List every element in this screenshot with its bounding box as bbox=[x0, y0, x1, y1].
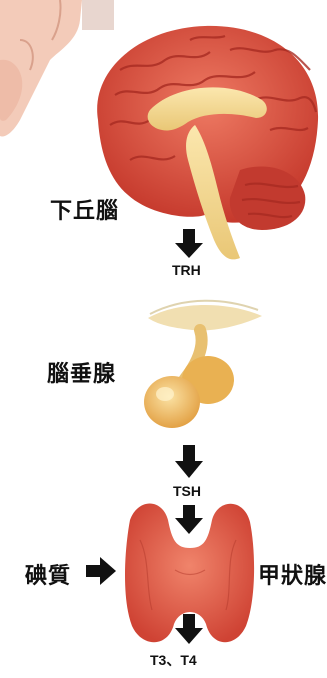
pituitary-label: 腦垂腺 bbox=[47, 356, 116, 388]
trh-label: TRH bbox=[172, 262, 201, 278]
hypothalamus-label: 下丘腦 bbox=[50, 193, 119, 225]
iodine-label: 碘質 bbox=[25, 558, 71, 590]
arrow-pituitary-to-tsh bbox=[175, 445, 203, 478]
hormones-label: T3、T4 bbox=[150, 650, 197, 670]
arrow-iodine-to-thyroid bbox=[86, 557, 116, 585]
hand-image bbox=[0, 0, 114, 136]
arrow-thyroid-to-hormones bbox=[175, 614, 203, 644]
tsh-label: TSH bbox=[173, 483, 201, 499]
brain-image bbox=[97, 26, 318, 259]
thyroid-label: 甲狀腺 bbox=[258, 558, 327, 590]
arrow-hypothalamus-to-trh bbox=[175, 229, 203, 258]
pituitary-image bbox=[144, 301, 262, 428]
arrow-tsh-to-thyroid bbox=[175, 505, 203, 534]
